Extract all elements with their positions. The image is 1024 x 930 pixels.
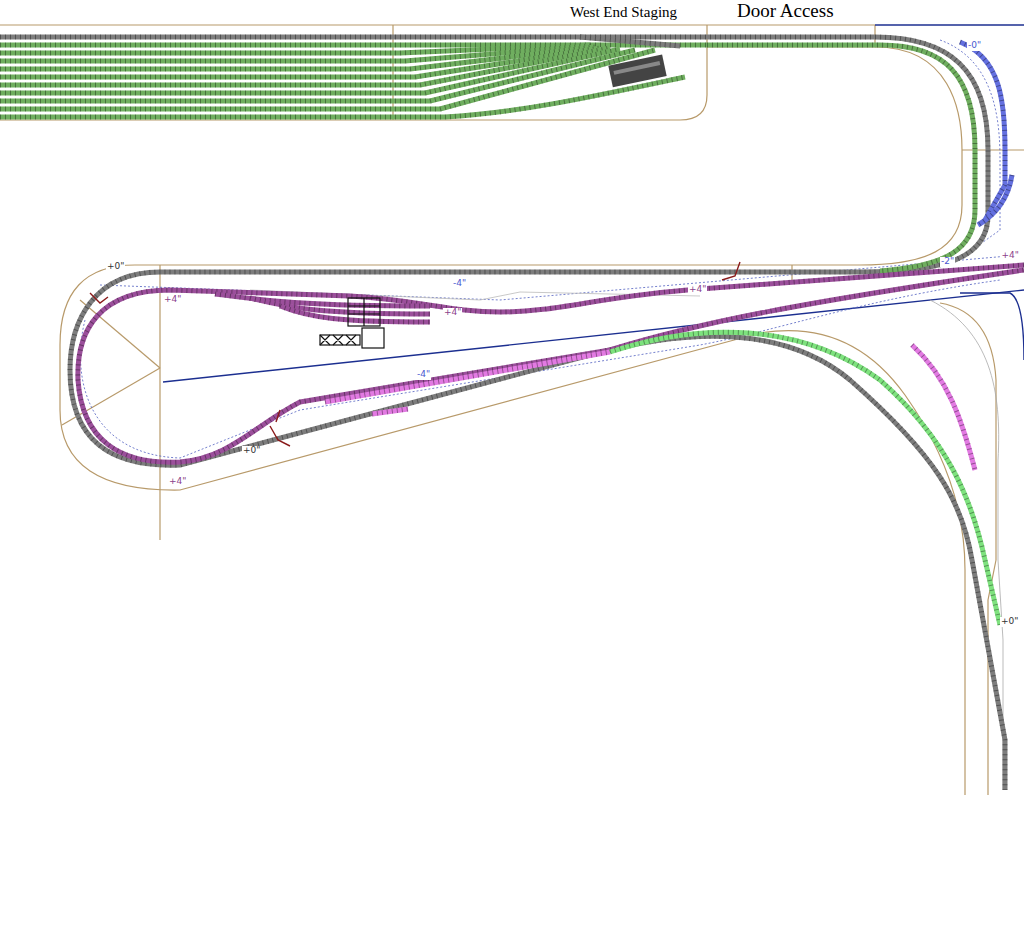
elevation-label: +0" xyxy=(242,446,261,456)
siding-track xyxy=(325,352,610,402)
loop-track xyxy=(707,45,975,271)
main-track xyxy=(0,35,875,40)
elevation-label: +4" xyxy=(163,295,182,305)
industry-building xyxy=(362,328,384,348)
main-track xyxy=(580,37,680,46)
loop-siding xyxy=(978,175,1012,225)
backdrop-line xyxy=(875,24,1024,25)
section-mark xyxy=(722,262,740,280)
industry xyxy=(320,298,384,348)
elevation-label: +4" xyxy=(688,285,707,295)
track-ties xyxy=(250,298,430,314)
section-mark xyxy=(90,293,108,303)
track-ties xyxy=(0,47,595,69)
staging-track xyxy=(0,43,707,48)
staging-yard xyxy=(0,37,875,117)
track-ties xyxy=(0,50,655,109)
elevation-label: +0" xyxy=(106,262,125,272)
track-ties xyxy=(580,37,680,46)
track-ties xyxy=(0,35,875,40)
track-ties xyxy=(215,294,430,306)
engine-house xyxy=(608,54,666,87)
yard-track xyxy=(215,294,430,306)
conveyor xyxy=(320,335,356,345)
track-ties xyxy=(0,43,707,48)
elevation-label: +4" xyxy=(1001,251,1020,261)
section-heading: Door Access xyxy=(737,1,834,22)
lower-track xyxy=(610,332,1000,625)
track-ties xyxy=(78,265,1024,462)
section-marks xyxy=(90,262,740,446)
benchwork-joint xyxy=(80,300,160,368)
engine-house-roof xyxy=(613,61,660,75)
staging-track xyxy=(0,47,595,69)
section-mark xyxy=(270,426,290,446)
track-ties xyxy=(0,50,635,101)
elevation-label: -4" xyxy=(452,279,467,289)
elevation-label: -0" xyxy=(967,41,982,51)
industry-building xyxy=(348,298,380,326)
upper-line xyxy=(78,265,1024,625)
track-ties xyxy=(70,37,1005,790)
track-ties xyxy=(978,175,1012,225)
benchwork-edge xyxy=(962,149,1024,150)
staging-track xyxy=(0,50,635,101)
benchwork-edge xyxy=(0,24,875,25)
track-ties xyxy=(0,77,685,117)
track-ties xyxy=(372,409,408,414)
main-track xyxy=(70,37,1005,790)
benchwork-joint xyxy=(159,265,160,540)
benchwork xyxy=(0,25,1024,795)
staging-track xyxy=(0,77,685,117)
elevation-label: +4" xyxy=(443,308,462,318)
elevation-label: -4" xyxy=(416,370,431,380)
track-ties xyxy=(325,352,610,402)
return-loop xyxy=(70,37,1012,790)
elevation-label: +0" xyxy=(1000,617,1019,627)
industry-building xyxy=(348,298,380,326)
staging-track xyxy=(0,50,655,109)
conveyor xyxy=(320,335,360,345)
section-mark xyxy=(276,410,280,422)
loop-siding xyxy=(960,42,1005,220)
track-ties xyxy=(960,42,1005,220)
backdrop-line xyxy=(960,293,1024,360)
siding-track xyxy=(372,409,408,414)
yard-track xyxy=(250,298,430,314)
elevation-label: +4" xyxy=(168,477,187,487)
elevation-label: -2" xyxy=(940,257,955,267)
upper-track xyxy=(78,265,1024,462)
section-heading: West End Staging xyxy=(570,4,677,21)
track-ties xyxy=(707,45,975,271)
track-ties xyxy=(610,332,1000,625)
